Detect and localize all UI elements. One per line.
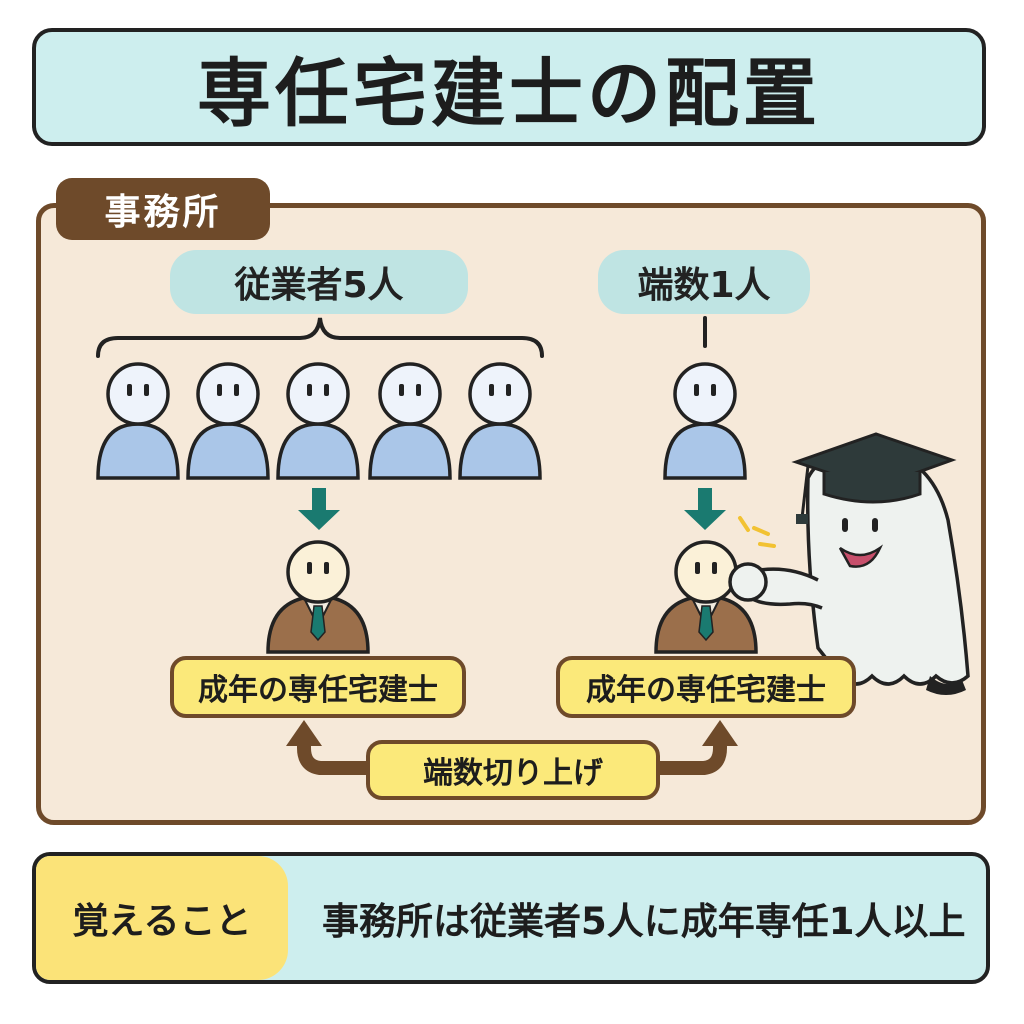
curved-arrow-icon — [653, 737, 727, 775]
roundup-label: 端数切り上げ — [366, 740, 660, 800]
curved-arrow-icon — [297, 737, 373, 775]
down-arrow-icon — [298, 488, 340, 530]
memo-text: 事務所は従業者5人に成年専任1人以上 — [322, 900, 966, 943]
person-icon — [663, 362, 747, 480]
ghost-mascot-icon — [744, 448, 970, 695]
staff-brace — [96, 317, 544, 358]
right-agent-label: 成年の専任宅建士 — [556, 656, 856, 718]
left-agent-label: 成年の専任宅建士 — [170, 656, 466, 718]
agent-left-icon — [266, 540, 370, 654]
person-icon — [276, 362, 360, 480]
graduation-cap-icon — [791, 432, 957, 524]
remainder-pill: 端数1人 — [598, 250, 810, 314]
agent-right-icon — [654, 540, 758, 654]
office-tab-label: 事務所 — [104, 192, 222, 233]
ghost-hand-icon — [728, 562, 768, 602]
person-icon — [96, 362, 180, 480]
title-banner: 専任宅建士の配置 — [32, 28, 986, 146]
person-icon — [186, 362, 270, 480]
memo-key-label: 覚えること — [36, 856, 288, 980]
person-icon — [368, 362, 452, 480]
down-arrow-icon — [684, 488, 726, 530]
page-title: 専任宅建士の配置 — [197, 50, 821, 137]
office-tab: 事務所 — [56, 178, 270, 240]
staff-count-pill: 従業者5人 — [170, 250, 468, 314]
person-icon — [458, 362, 542, 480]
memo-bar: 覚えること 事務所は従業者5人に成年専任1人以上 — [32, 852, 990, 984]
sparkle-icon — [738, 516, 776, 548]
